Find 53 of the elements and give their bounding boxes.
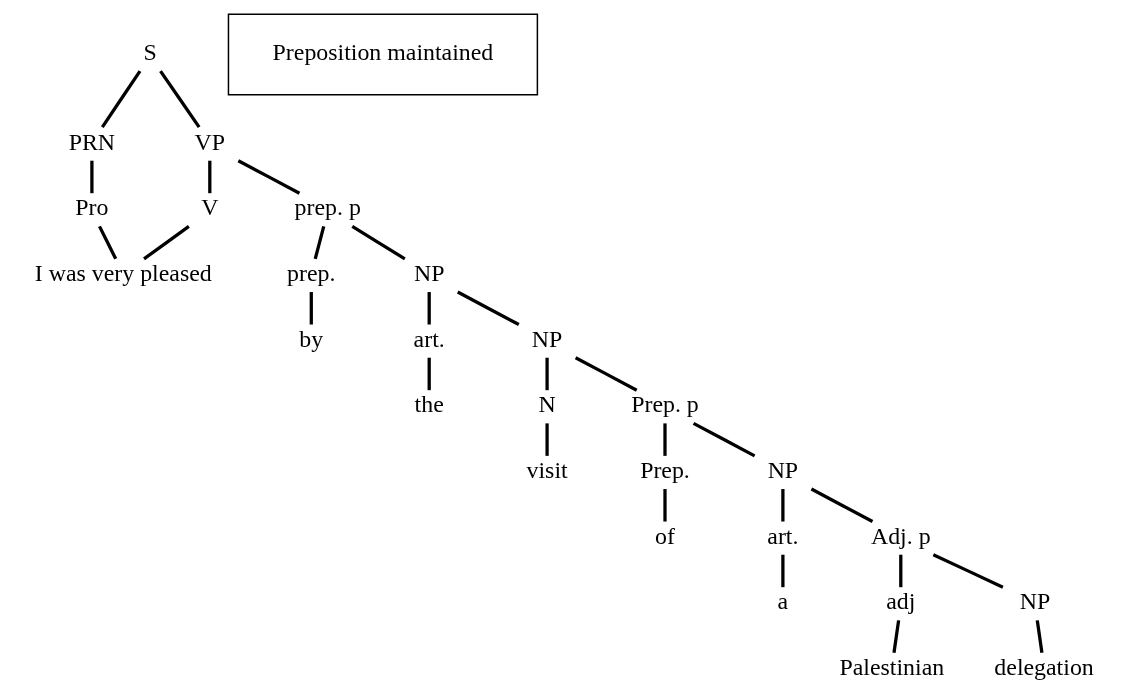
connector: [427, 292, 431, 325]
node-text: NP: [1019, 588, 1050, 615]
connector: [662, 489, 667, 522]
connector: [427, 357, 431, 391]
connector: [158, 70, 200, 128]
connector: [810, 487, 873, 523]
node-text: Pro: [74, 194, 108, 221]
connector: [544, 423, 549, 456]
node-text: PRN: [68, 128, 115, 155]
connector: [780, 489, 785, 522]
connector: [142, 225, 190, 261]
node-text: V: [200, 194, 218, 221]
connector: [350, 225, 406, 261]
connector: [97, 225, 117, 260]
connector: [100, 70, 141, 128]
node-text: N: [537, 391, 556, 418]
node-text: prep.: [286, 260, 335, 287]
node-text: art.: [413, 325, 445, 352]
node-text: of: [654, 522, 675, 549]
node-text: by: [298, 325, 323, 352]
connector: [1035, 620, 1044, 654]
node-text: NP: [531, 325, 562, 352]
connector: [456, 290, 520, 326]
node-text: adj: [885, 588, 915, 615]
node-text: Adj. p: [870, 522, 931, 549]
connector: [309, 292, 313, 325]
node-text: I was very pleased: [34, 260, 212, 287]
connector: [780, 554, 785, 588]
node-text: the: [414, 391, 444, 418]
node-text: prep. p: [294, 194, 361, 221]
node-text: delegation: [993, 654, 1094, 681]
connector: [89, 160, 94, 194]
connector: [237, 159, 300, 195]
node-text: Prep.: [639, 457, 690, 484]
node-text: NP: [767, 457, 798, 484]
connector: [313, 225, 325, 260]
connector: [544, 357, 549, 391]
connector: [891, 620, 900, 654]
node-text: NP: [413, 260, 444, 287]
node-text: art.: [766, 522, 798, 549]
node-text: visit: [526, 457, 568, 484]
node-text: VP: [194, 128, 225, 155]
node-box: Preposition maintained: [227, 13, 538, 96]
connector: [207, 160, 211, 194]
node-text: Palestinian: [838, 654, 944, 681]
connector: [574, 356, 637, 392]
connector: [662, 423, 667, 456]
node-text: a: [777, 588, 788, 615]
node-text: S: [142, 39, 157, 66]
node-text: Prep. p: [630, 391, 699, 418]
connector: [932, 553, 1004, 589]
connector: [692, 421, 755, 458]
connector: [898, 554, 902, 588]
